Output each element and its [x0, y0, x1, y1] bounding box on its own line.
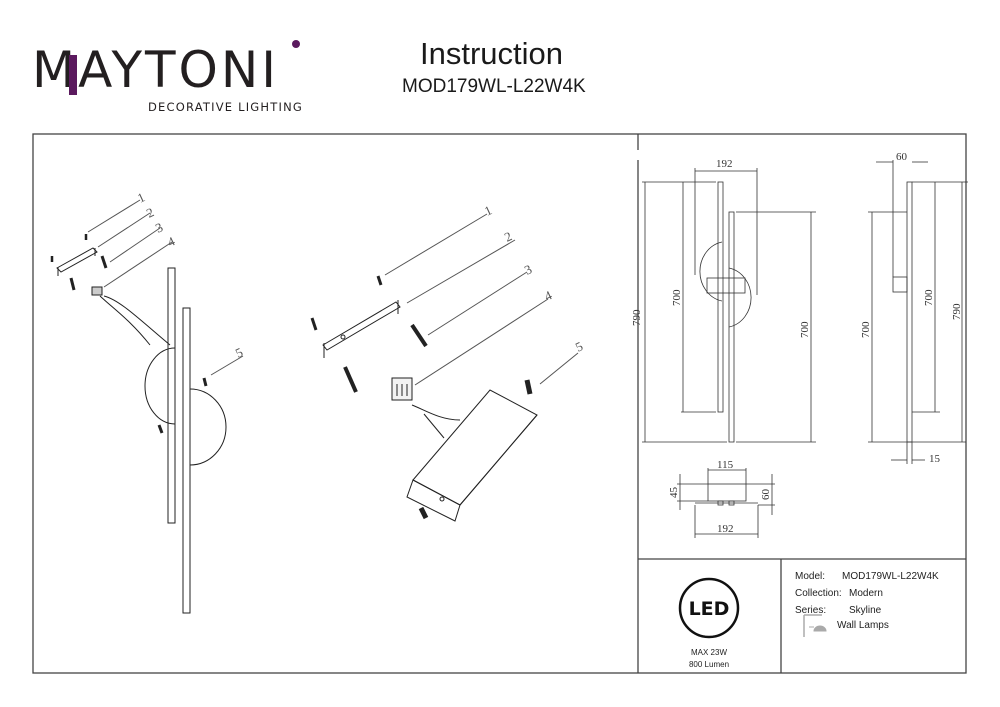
- dim-side-rod-a: 700: [860, 321, 872, 338]
- category-value: Wall Lamps: [837, 620, 889, 631]
- dim-base-left-height: 45: [668, 487, 680, 499]
- base-view-drawing: [677, 468, 775, 538]
- led-icon: LED: [678, 577, 740, 639]
- dim-side-rod-b: 700: [923, 289, 935, 306]
- dim-front-rod-left: 700: [671, 289, 683, 306]
- led-icon-text: LED: [689, 598, 730, 620]
- dim-base-right-height: 60: [760, 489, 772, 501]
- dim-base-bottom-width: 192: [717, 523, 734, 535]
- series-label: Series:: [795, 605, 827, 616]
- drawing-frame: [32, 133, 967, 674]
- max-power: MAX 23W: [690, 648, 727, 657]
- exploded-view-assembled: [50, 199, 244, 614]
- dim-side-depth: 60: [896, 151, 908, 163]
- part-label: 5: [573, 338, 585, 354]
- part-label: 2: [502, 228, 514, 244]
- collection-label: Collection:: [795, 588, 842, 599]
- dim-front-rod-right: 700: [799, 321, 811, 338]
- exploded-labels-left: 1 2 3 4 5: [135, 189, 245, 360]
- wall-lamp-icon: [803, 614, 827, 637]
- lumen-output: 800 Lumen: [688, 660, 730, 669]
- logo-accent-dot: [292, 40, 300, 48]
- exploded-view-mounting: [310, 213, 579, 522]
- model-number: MOD179WL-L22W4K: [402, 76, 586, 97]
- dim-side-height: 790: [951, 303, 963, 320]
- dim-side-thickness: 15: [929, 453, 941, 465]
- part-label: 3: [522, 261, 534, 277]
- brand-subtitle: DECORATIVE LIGHTING: [148, 100, 303, 114]
- model-value: MOD179WL-L22W4K: [842, 571, 939, 582]
- side-view-drawing: [868, 160, 968, 464]
- part-label: 3: [153, 219, 165, 235]
- part-label: 5: [233, 344, 245, 360]
- model-label: Model:: [795, 571, 826, 582]
- part-label: 1: [135, 189, 147, 205]
- logo-accent-bar: [69, 55, 77, 95]
- dim-front-width: 192: [716, 158, 733, 170]
- part-label: 2: [144, 204, 156, 220]
- part-label: 4: [165, 233, 178, 250]
- document-title: Instruction: [420, 36, 564, 71]
- dim-base-top-width: 115: [717, 459, 734, 471]
- series-value: Skyline: [849, 605, 882, 616]
- dim-front-height: 790: [631, 309, 643, 326]
- collection-value: Modern: [849, 588, 883, 599]
- front-view-drawing: [642, 168, 816, 443]
